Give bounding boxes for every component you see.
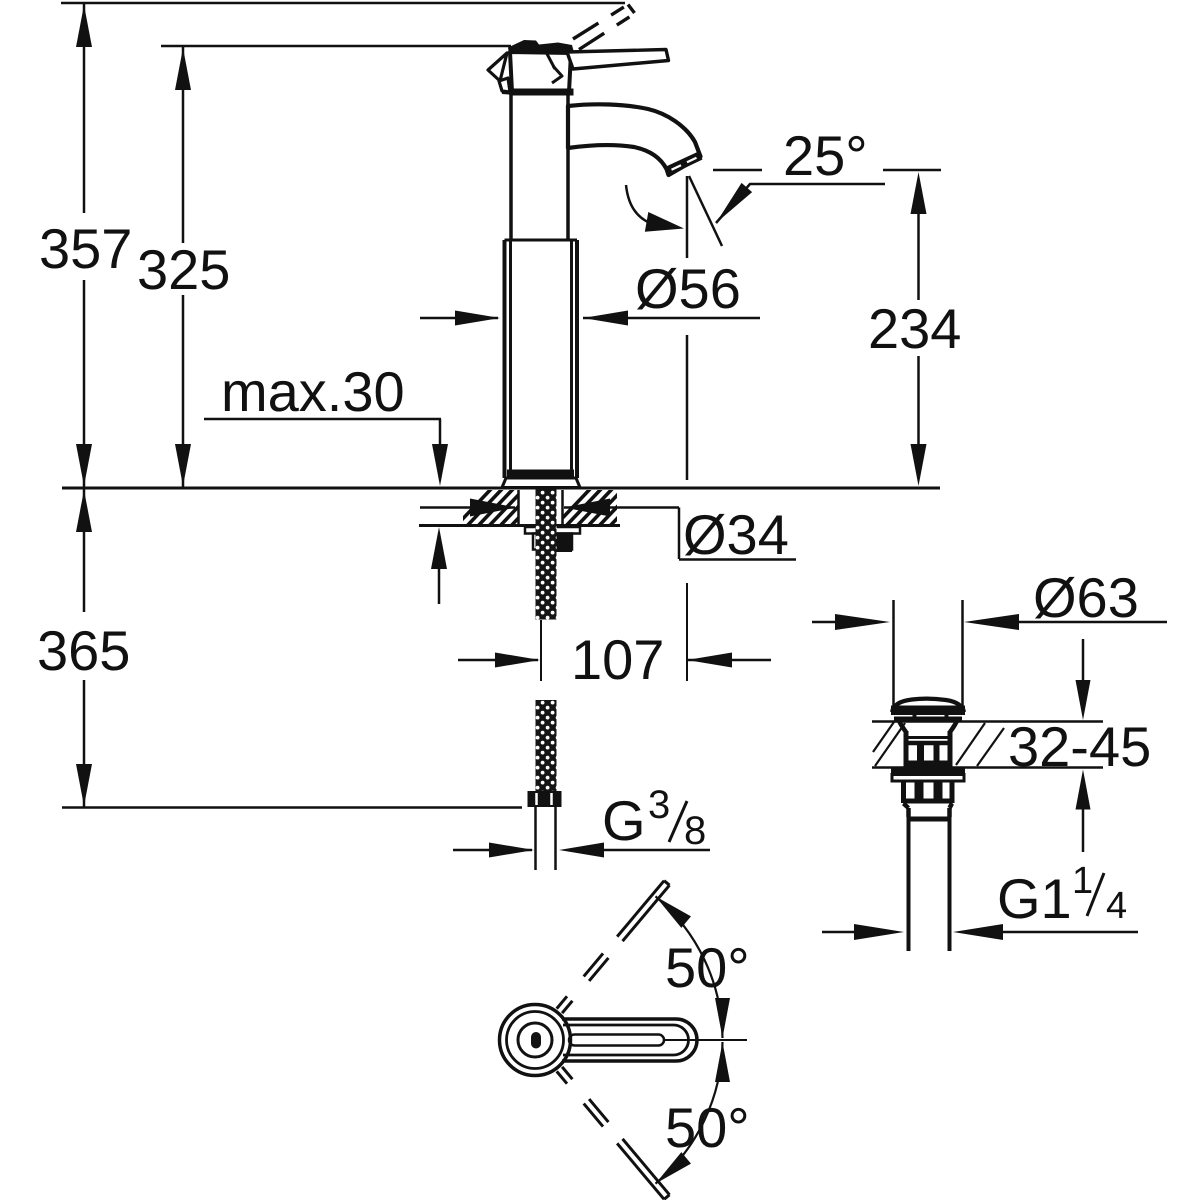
svg-text:G1: G1 [997, 867, 1072, 930]
svg-text:Ø63: Ø63 [1033, 566, 1139, 629]
svg-text:4: 4 [1106, 885, 1127, 927]
svg-text:50°: 50° [665, 936, 750, 999]
svg-text:max.30: max.30 [221, 360, 405, 423]
svg-text:234: 234 [868, 297, 961, 360]
svg-text:8: 8 [684, 809, 706, 853]
svg-text:25°: 25° [783, 124, 868, 187]
svg-text:357: 357 [39, 217, 132, 280]
svg-text:Ø56: Ø56 [635, 257, 741, 320]
svg-text:107: 107 [571, 628, 664, 691]
svg-text:50°: 50° [665, 1096, 750, 1159]
svg-text:1: 1 [1072, 860, 1093, 902]
svg-text:3: 3 [648, 783, 670, 827]
svg-text:365: 365 [37, 619, 130, 682]
svg-text:Ø34: Ø34 [683, 503, 789, 566]
svg-text:325: 325 [137, 238, 230, 301]
svg-text:32-45: 32-45 [1008, 715, 1151, 778]
svg-text:G: G [602, 789, 646, 852]
